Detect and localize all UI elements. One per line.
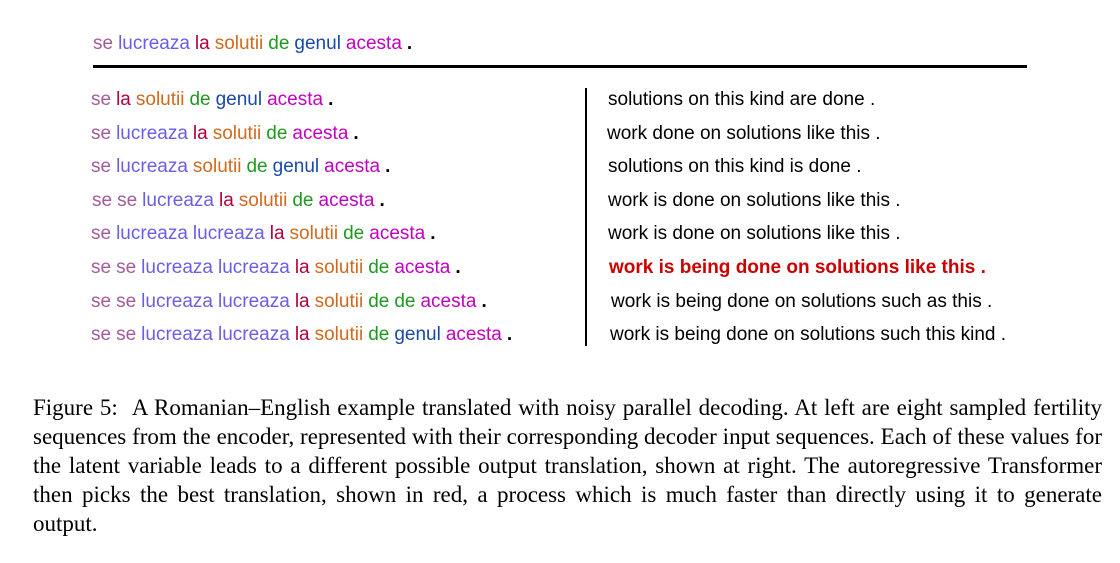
translation-row: work is being done on solutions such thi…: [610, 324, 1007, 346]
token-period: .: [430, 223, 436, 245]
token-de: de: [343, 223, 365, 245]
token-se: se: [91, 223, 112, 245]
caption-text: A Romanian–English example translated wi…: [33, 395, 1102, 536]
token-lucreaza: lucreaza: [141, 290, 213, 312]
token-lucreaza: lucreaza: [142, 189, 214, 211]
token-acesta: acesta: [318, 189, 375, 211]
token-se: se: [116, 257, 137, 278]
token-de: de: [368, 257, 390, 278]
translation-row: work done on solutions like this .: [607, 122, 881, 144]
token-se: se: [117, 189, 138, 211]
token-se: se: [91, 290, 112, 312]
token-lucreaza: lucreaza: [217, 290, 290, 312]
token-period: .: [506, 324, 513, 346]
best-translation: work is being done on solutions like thi…: [609, 257, 986, 278]
token-genul: genul: [294, 33, 341, 54]
token-lucreaza: lucreaza: [116, 223, 188, 245]
token-period: .: [406, 33, 413, 54]
token-la: la: [116, 89, 131, 110]
column-divider: [585, 88, 587, 346]
token-acesta: acesta: [324, 156, 381, 178]
token-acesta: acesta: [345, 33, 402, 54]
token-de: de: [268, 33, 290, 54]
token-acesta: acesta: [420, 290, 477, 312]
token-period: .: [379, 189, 385, 211]
token-period: .: [328, 89, 334, 110]
token-lucreaza: lucreaza: [141, 257, 213, 278]
translation-row: solutions on this kind are done .: [608, 89, 876, 110]
token-solutii: solutii: [135, 89, 185, 110]
token-period: .: [481, 290, 487, 312]
token-de: de: [246, 156, 268, 178]
translation-row: work is done on solutions like this .: [608, 189, 901, 211]
token-lucreaza: lucreaza: [116, 156, 188, 178]
token-solutii: solutii: [289, 223, 339, 245]
token-se: se: [91, 324, 112, 346]
token-se: se: [91, 122, 112, 144]
token-de: de: [394, 290, 416, 312]
token-se: se: [116, 290, 137, 312]
token-de: de: [189, 89, 211, 110]
token-de: de: [368, 324, 390, 346]
token-se: se: [116, 324, 137, 346]
token-se: se: [92, 189, 113, 211]
token-la: la: [294, 324, 310, 346]
token-se: se: [91, 156, 112, 178]
token-lucreaza: lucreaza: [192, 223, 265, 245]
translation-row: work is done on solutions like this .: [608, 223, 901, 245]
token-se: se: [91, 89, 112, 110]
caption-label: Figure 5:: [33, 395, 118, 420]
top-rule: [93, 65, 1027, 68]
token-solutii: solutii: [192, 156, 242, 178]
token-se: se: [91, 257, 112, 278]
token-de: de: [368, 290, 390, 312]
token-acesta: acesta: [445, 324, 502, 346]
token-period: .: [455, 257, 461, 278]
token-acesta: acesta: [292, 122, 349, 144]
token-acesta: acesta: [394, 257, 451, 278]
token-lucreaza: lucreaza: [118, 33, 190, 54]
token-period: .: [353, 122, 359, 144]
token-lucreaza: lucreaza: [141, 324, 213, 346]
token-genul: genul: [272, 156, 320, 178]
token-solutii: solutii: [212, 122, 262, 144]
token-lucreaza: lucreaza: [116, 122, 188, 144]
token-la: la: [194, 33, 210, 54]
translation-row: solutions on this kind is done .: [608, 156, 862, 178]
token-solutii: solutii: [314, 257, 364, 278]
token-genul: genul: [394, 324, 441, 346]
token-lucreaza: lucreaza: [217, 257, 290, 278]
token-la: la: [294, 257, 310, 278]
token-genul: genul: [215, 89, 263, 110]
token-lucreaza: lucreaza: [217, 324, 290, 346]
token-la: la: [294, 290, 310, 312]
token-la: la: [218, 189, 234, 211]
token-period: .: [385, 156, 391, 178]
token-la: la: [269, 223, 285, 245]
token-acesta: acesta: [369, 223, 426, 245]
translation-row: work is being done on solutions such as …: [611, 290, 993, 312]
token-solutii: solutii: [238, 189, 288, 211]
token-la: la: [192, 122, 208, 144]
figure-caption: Figure 5:A Romanian–English example tran…: [33, 393, 1102, 538]
token-solutii: solutii: [314, 324, 364, 346]
token-de: de: [292, 189, 314, 211]
token-se: se: [93, 33, 114, 54]
token-acesta: acesta: [267, 89, 324, 110]
token-solutii: solutii: [214, 33, 264, 54]
token-solutii: solutii: [314, 290, 364, 312]
token-de: de: [266, 122, 288, 144]
